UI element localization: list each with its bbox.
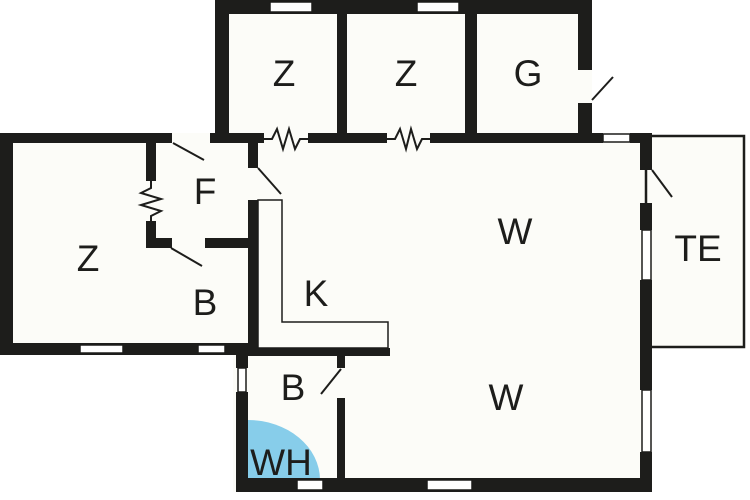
wall-k-left	[248, 200, 258, 355]
wall-z1-z2-divider	[337, 14, 347, 133]
window-b-lower-left	[237, 367, 247, 393]
wall-right-seg4	[640, 452, 652, 492]
room-label-g: G	[514, 53, 543, 94]
window-b-middle-bottom	[197, 344, 226, 354]
wall-z-f-lower	[146, 221, 156, 248]
room-label-k: K	[304, 273, 329, 314]
folding-door-icon-z2	[387, 125, 430, 153]
shower-area	[248, 420, 320, 480]
wall-hall-seg3	[308, 133, 387, 143]
window-z1-top	[269, 1, 313, 13]
windows	[79, 1, 652, 491]
walls	[0, 0, 652, 492]
room-label-z-top-left: Z	[273, 53, 296, 94]
room-label-wh: WH	[250, 442, 312, 483]
floor-top-block	[215, 0, 592, 143]
wall-top-block-left	[215, 0, 229, 143]
door-swing-g-exterior	[591, 76, 614, 101]
wall-b-w-seg1	[337, 356, 345, 368]
window-wh-bottom	[296, 479, 324, 491]
room-label-f: F	[194, 171, 217, 212]
wall-z2-g-divider	[465, 14, 477, 133]
folding-door-icon-z1	[264, 125, 308, 153]
window-w-te	[641, 229, 652, 281]
window-w-east	[641, 389, 652, 453]
wall-hall-seg2	[210, 133, 264, 143]
wall-right-seg2	[640, 203, 652, 230]
room-label-z-left: Z	[77, 238, 100, 279]
floor-main-block	[233, 133, 652, 492]
wall-right-seg1	[640, 133, 652, 170]
room-label-z-top-middle: Z	[395, 53, 418, 94]
room-label-w-upper: W	[498, 211, 533, 252]
wall-left-exterior	[0, 133, 13, 355]
room-label-b-lower: B	[281, 367, 306, 408]
door-swing-b-lower	[320, 368, 342, 395]
wall-f-b-seg1	[146, 238, 172, 248]
wall-z-f-upper	[146, 143, 156, 181]
room-label-b-middle: B	[193, 282, 218, 323]
wall-left-bottom	[0, 343, 248, 355]
wall-hall-seg1	[0, 133, 172, 143]
folding-door-icon-z-f	[137, 181, 165, 221]
door-swing-k	[257, 167, 282, 195]
wall-bottom-left-seg2	[236, 392, 248, 492]
wall-bottom-left-seg1	[236, 343, 248, 368]
wall-f-k-upper	[248, 143, 258, 168]
terrace-outline	[644, 134, 746, 349]
wall-f-b-seg2	[205, 238, 258, 248]
room-label-te: TE	[674, 228, 721, 269]
window-w-north	[602, 133, 631, 143]
window-w-bottom	[426, 479, 473, 491]
door-swing-te	[651, 169, 673, 198]
room-labels: Z Z G Z F B K W W TE B WH	[77, 53, 722, 483]
wall-b-top	[248, 348, 390, 356]
wall-b-w-seg2	[337, 398, 345, 480]
wall-right-seg3	[640, 280, 652, 390]
room-label-w-lower: W	[489, 377, 524, 418]
doors	[137, 76, 673, 395]
kitchen-counter	[257, 199, 389, 349]
wall-g-right-upper	[578, 0, 592, 70]
window-z2-top	[416, 1, 460, 13]
door-swing-b-middle	[170, 247, 203, 267]
wall-hall-seg4	[430, 133, 603, 143]
window-z-left-bottom	[79, 344, 124, 354]
door-swing-entrance-f	[172, 142, 205, 161]
